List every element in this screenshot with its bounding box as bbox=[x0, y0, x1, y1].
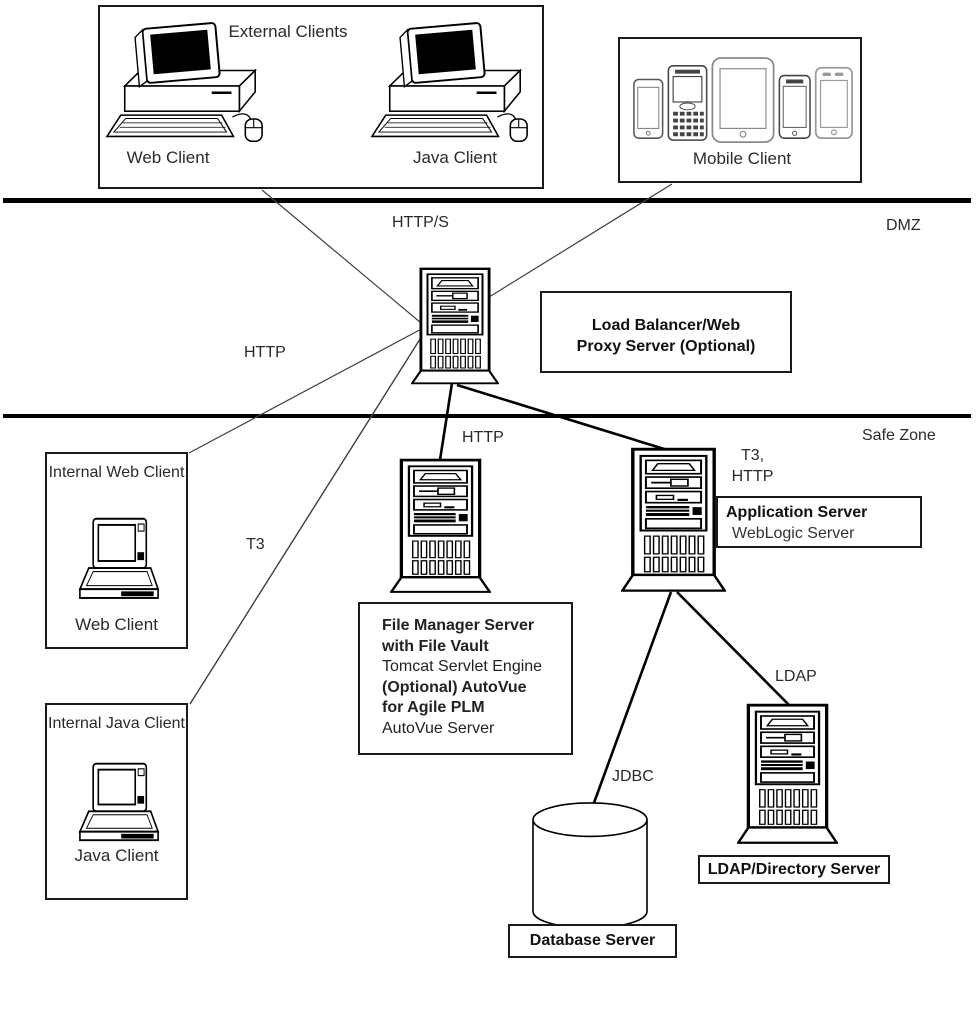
safe-zone-label: Safe Zone bbox=[862, 427, 936, 444]
link-load-balancer-to-internal-web-client bbox=[188, 325, 428, 454]
link-application-server-to-database bbox=[585, 591, 673, 823]
ldap-tower-server-icon bbox=[737, 703, 838, 845]
ldap-link-label: LDAP bbox=[775, 668, 817, 685]
link-mobile-client-to-load-balancer bbox=[480, 183, 673, 303]
external-clients-title: External Clients bbox=[228, 22, 348, 41]
http-internal-link-label: HTTP bbox=[244, 344, 286, 361]
t3-http-link-label: T3, HTTP bbox=[715, 445, 790, 487]
internal-java-client-title: Internal Java Client bbox=[48, 715, 185, 732]
load-balancer-label-line1: Load Balancer/Web bbox=[591, 317, 741, 334]
application-server-title: Application Server bbox=[726, 504, 868, 521]
mobile-client-label: Mobile Client bbox=[692, 149, 792, 168]
t3-http-link-label-line1: T3, bbox=[740, 447, 765, 464]
file-manager-line6: AutoVue Server bbox=[382, 719, 495, 737]
link-load-balancer-to-file-manager bbox=[438, 382, 454, 461]
dmz-zone-label: DMZ bbox=[886, 217, 921, 234]
database-server-label: Database Server bbox=[529, 932, 656, 949]
load-balancer-label-line2: Proxy Server (Optional) bbox=[576, 338, 756, 355]
external-web-client-label: Web Client bbox=[126, 148, 210, 167]
file-manager-line2: with File Vault bbox=[382, 637, 489, 655]
http-file-manager-link-label: HTTP bbox=[462, 429, 504, 446]
application-server-label-box: Application Server WebLogic Server bbox=[716, 496, 922, 548]
file-manager-line1: File Manager Server bbox=[382, 617, 535, 634]
t3-internal-link-label: T3 bbox=[246, 536, 265, 553]
internal-web-client-box bbox=[45, 452, 188, 649]
application-tower-server-icon bbox=[621, 447, 726, 593]
internal-java-client-label: Java Client bbox=[74, 846, 159, 865]
internal-web-client-label: Web Client bbox=[75, 615, 158, 634]
load-balancer-label-box: Load Balancer/Web Proxy Server (Optional… bbox=[540, 291, 792, 373]
file-manager-tower-server-icon bbox=[390, 458, 491, 594]
file-manager-label-box: File Manager Server with File Vault Tomc… bbox=[358, 602, 573, 755]
external-java-client-label: Java Client bbox=[412, 148, 498, 167]
jdbc-link-label: JDBC bbox=[612, 768, 654, 785]
application-server-subtitle: WebLogic Server bbox=[732, 525, 855, 542]
database-cylinder-icon bbox=[532, 802, 648, 929]
load-balancer-tower-server-icon bbox=[411, 267, 499, 385]
internal-java-client-box bbox=[45, 703, 188, 900]
ldap-directory-server-label: LDAP/Directory Server bbox=[707, 861, 881, 878]
link-load-balancer-to-internal-java-client bbox=[189, 327, 428, 705]
external-clients-box bbox=[98, 5, 544, 189]
file-manager-line5: for Agile PLM bbox=[382, 699, 485, 716]
link-application-server-to-ldap bbox=[676, 591, 792, 708]
internal-web-client-title: Internal Web Client bbox=[48, 464, 185, 481]
file-manager-line3: Tomcat Servlet Engine bbox=[382, 658, 543, 675]
link-external-clients-to-load-balancer bbox=[261, 189, 428, 329]
file-manager-line4: (Optional) AutoVue bbox=[382, 678, 527, 696]
ldap-directory-server-label-box: LDAP/Directory Server bbox=[698, 855, 890, 884]
t3-http-link-label-line2: HTTP bbox=[731, 468, 774, 485]
https-link-label: HTTP/S bbox=[392, 214, 449, 231]
link-load-balancer-to-application-server bbox=[456, 383, 675, 454]
database-server-label-box: Database Server bbox=[508, 924, 677, 958]
mobile-client-box bbox=[618, 37, 862, 183]
